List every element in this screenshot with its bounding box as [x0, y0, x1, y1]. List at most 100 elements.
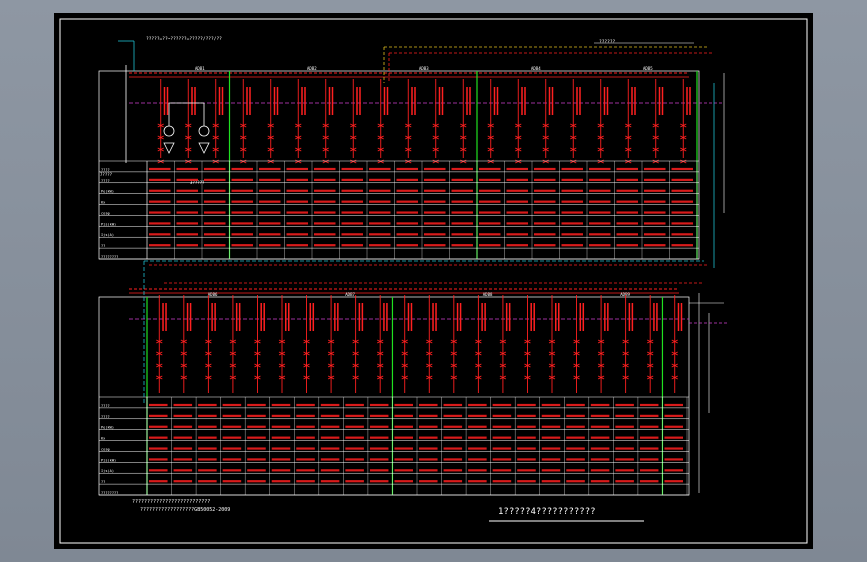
table-cell-value	[149, 189, 171, 192]
table-cell-value	[534, 200, 556, 203]
breaker-symbol	[240, 147, 247, 152]
table-cell-value	[222, 436, 242, 439]
breaker-symbol	[597, 351, 605, 356]
breaker-symbol	[303, 363, 310, 368]
circuit-label-text	[337, 303, 339, 331]
circuit-label-text	[658, 87, 661, 115]
breaker-symbol	[548, 351, 556, 356]
table-cell-value	[204, 222, 226, 225]
table-cell-value	[451, 200, 473, 203]
table-cell-value	[451, 167, 473, 171]
table-cell-value	[271, 480, 291, 483]
breaker-symbol	[212, 159, 219, 164]
table-cell-value	[492, 414, 512, 417]
table-cell-value	[590, 414, 610, 417]
breaker-symbol	[254, 339, 261, 344]
table-cell-value	[566, 403, 585, 407]
table-cell-value	[492, 425, 512, 428]
table-cell-value	[320, 447, 340, 450]
breaker-symbol	[185, 135, 192, 140]
section-label: ADB4	[531, 66, 541, 71]
table-cell-value	[589, 233, 611, 236]
breaker-symbol	[499, 363, 507, 368]
table-cell-value	[419, 480, 438, 483]
table-cell-value	[566, 469, 585, 472]
upper-ref-value: 3?????	[190, 180, 205, 185]
table-cell-value	[394, 403, 413, 407]
table-cell-value	[451, 244, 473, 247]
table-cell-value	[173, 458, 193, 461]
breaker-symbol	[597, 375, 605, 380]
table-cell-value	[615, 436, 634, 439]
breaker-symbol	[625, 135, 632, 140]
table-cell-value	[443, 403, 463, 407]
table-cell-value	[616, 189, 638, 192]
section-label: ADB5	[643, 66, 653, 71]
table-cell-value	[644, 167, 666, 171]
circuit-label-text	[162, 303, 164, 331]
table-cell-value	[204, 178, 226, 181]
section-label: ADB9	[620, 292, 630, 297]
circuit-label-text	[285, 303, 287, 331]
table-cell-value	[231, 222, 253, 225]
table-cell-value	[566, 480, 585, 483]
breaker-symbol	[377, 123, 384, 128]
circuit-label-text	[386, 303, 388, 331]
circuit-label-text	[686, 87, 688, 115]
breaker-symbol	[460, 135, 467, 140]
table-cell-value	[419, 414, 438, 417]
table-cell-value	[369, 458, 389, 461]
circuit-label-text	[496, 87, 499, 115]
table-cell-value	[664, 458, 683, 461]
table-cell-value	[468, 436, 487, 439]
table-cell-value	[492, 469, 512, 472]
table-cell-value	[345, 403, 364, 407]
table-cell-value	[296, 436, 315, 439]
table-cell-value	[534, 211, 556, 214]
breaker-symbol	[542, 159, 549, 164]
breaker-symbol	[377, 159, 384, 164]
table-cell-value	[259, 189, 281, 192]
table-cell-value	[517, 403, 536, 407]
breaker-symbol	[350, 123, 357, 128]
breaker-symbol	[401, 375, 408, 380]
table-cell-value	[369, 189, 391, 192]
breaker-symbol	[157, 123, 164, 128]
circuit-label-text	[309, 303, 312, 331]
circuit-label-text	[582, 303, 585, 331]
table-cell-value	[534, 189, 556, 192]
panel-frame	[98, 70, 700, 260]
breaker-symbol	[475, 363, 482, 368]
table-cell-value	[286, 200, 308, 203]
table-cell-value	[286, 167, 308, 171]
table-cell-value	[396, 222, 418, 225]
table-row-label: cosφ	[101, 211, 110, 215]
breaker-symbol	[515, 147, 522, 152]
table-cell-value	[369, 414, 389, 417]
breaker-symbol	[487, 123, 494, 128]
table-cell-value	[369, 233, 391, 236]
circuit-label-text	[459, 303, 462, 331]
table-cell-value	[345, 469, 364, 472]
table-cell-value	[369, 200, 391, 203]
breaker-symbol	[548, 339, 556, 344]
table-cell-value	[644, 178, 666, 181]
table-cell-value	[479, 233, 501, 236]
table-cell-value	[271, 458, 291, 461]
table-cell-value	[589, 189, 611, 192]
table-cell-value	[198, 458, 217, 461]
table-cell-value	[443, 436, 463, 439]
breaker-symbol	[625, 123, 632, 128]
table-cell-value	[589, 222, 611, 225]
table-cell-value	[345, 480, 364, 483]
breaker-symbol	[570, 123, 577, 128]
table-cell-value	[541, 414, 561, 417]
circuit-label-text	[163, 87, 166, 115]
table-cell-value	[479, 222, 501, 225]
circuit-label-text	[551, 87, 554, 115]
breaker-symbol	[205, 375, 212, 380]
breaker-symbol	[573, 363, 580, 368]
table-cell-value	[671, 167, 693, 171]
table-cell-value	[517, 480, 536, 483]
table-row-label: ????	[101, 404, 110, 408]
